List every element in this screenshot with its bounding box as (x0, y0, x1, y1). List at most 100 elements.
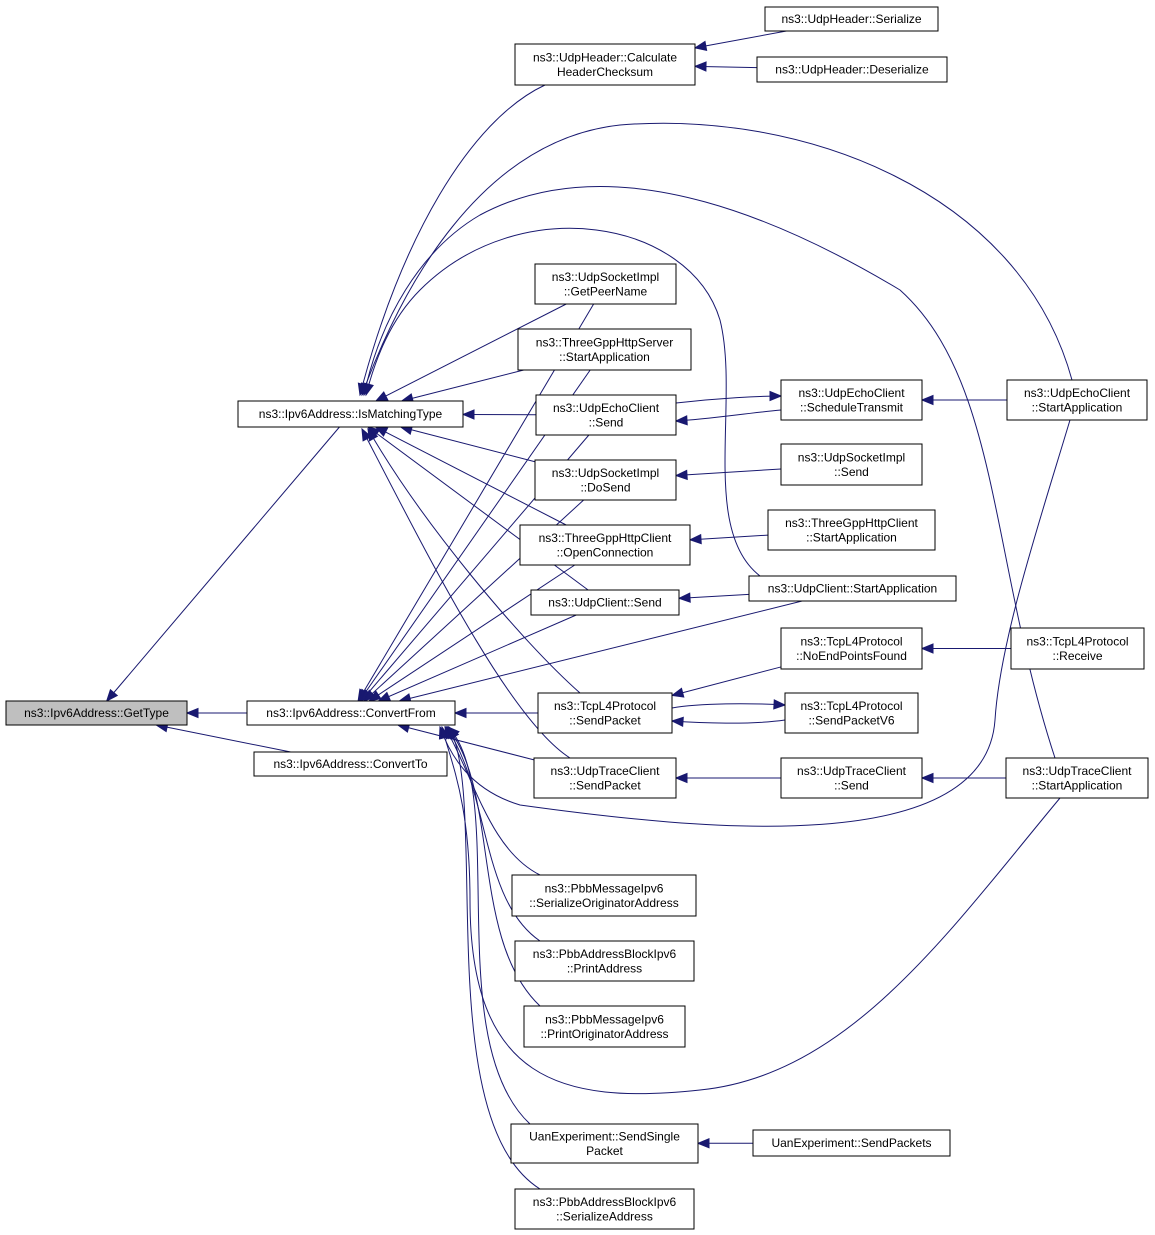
node-label: ::Send (834, 465, 869, 479)
arrowhead (674, 469, 688, 481)
node-udphdr-deser[interactable]: ns3::UdpHeader::Deserialize (756, 56, 948, 83)
node-convertto[interactable]: ns3::Ipv6Address::ConvertTo (253, 751, 448, 777)
node-label: ::SendPacket (569, 713, 641, 727)
arrowhead (769, 390, 783, 402)
node-box (517, 328, 692, 371)
node-label: ns3::PbbMessageIpv6 (545, 881, 664, 895)
arrowhead (461, 409, 475, 420)
node-label: ::PrintOriginatorAddress (540, 1027, 668, 1041)
node-label: ns3::UdpSocketImpl (798, 450, 905, 464)
node-label: ns3::UdpEchoClient (553, 401, 660, 415)
node-ismatching[interactable]: ns3::Ipv6Address::IsMatchingType (237, 400, 464, 428)
node-label: ::SendPacket (569, 778, 641, 792)
node-label: ns3::TcpL4Protocol (554, 699, 656, 713)
edge-line (675, 468, 782, 477)
arrowhead (368, 690, 382, 702)
node-box (514, 43, 696, 86)
node-echo-send[interactable]: ns3::UdpEchoClient::Send (535, 394, 677, 436)
edge-line (367, 426, 589, 591)
node-pbbblock-ser[interactable]: ns3::PbbAddressBlockIpv6::SerializeAddre… (514, 1188, 695, 1230)
edge-udpclient_send-to-convertfrom (377, 614, 577, 702)
arrowhead (693, 61, 707, 72)
node-label: ns3::Ipv6Address::ConvertTo (273, 757, 427, 771)
edge-udpsock_send-to-udpsock_dosend (674, 468, 782, 481)
node-udpsock-send[interactable]: ns3::UdpSocketImpl::Send (780, 443, 923, 486)
edge-line (368, 564, 576, 702)
node-box (534, 459, 677, 501)
edge-convertto-to-gettype (154, 722, 291, 753)
arrowhead (674, 772, 688, 784)
node-box (752, 1129, 951, 1157)
node-pbbblock-print[interactable]: ns3::PbbAddressBlockIpv6::PrintAddress (514, 940, 695, 982)
node-label: ::OpenConnection (557, 545, 654, 559)
edge-tgpp_client_open-to-convertfrom (368, 564, 576, 702)
edge-trace_sendpacket-to-convertfrom (396, 722, 535, 761)
node-label: ::StartApplication (1032, 778, 1123, 792)
edge-line (439, 419, 1071, 827)
edge-line (375, 426, 567, 526)
node-uan-packets[interactable]: UanExperiment::SendPackets (752, 1129, 951, 1157)
node-tcp-noend[interactable]: ns3::TcpL4Protocol::NoEndPointsFound (780, 627, 923, 670)
edge-line (378, 614, 577, 702)
edge-trace_sendpacket-to-ismatching (361, 427, 571, 759)
edge-udpsock_peer-to-ismatching (374, 303, 567, 402)
node-echo-start[interactable]: ns3::UdpEchoClient::StartApplication (1006, 379, 1148, 421)
node-trace-sendpacket[interactable]: ns3::UdpTraceClient::SendPacket (533, 757, 677, 799)
node-udpsock-peer[interactable]: ns3::UdpSocketImpl::GetPeerName (534, 263, 677, 305)
edge-uan_single-to-convertfrom (447, 726, 531, 1125)
node-box (780, 443, 923, 486)
node-tcp-sendv6[interactable]: ns3::TcpL4Protocol::SendPacketV6 (784, 692, 919, 734)
node-label: ns3::UdpTraceClient (797, 764, 907, 778)
node-gettype[interactable]: ns3::Ipv6Address::GetType (5, 700, 188, 726)
node-convertfrom[interactable]: ns3::Ipv6Address::ConvertFrom (246, 700, 456, 726)
arrowhead (693, 40, 708, 51)
node-tcp-receive[interactable]: ns3::TcpL4Protocol::Receive (1010, 627, 1145, 670)
arrowhead (688, 533, 702, 545)
node-box (1006, 379, 1148, 421)
node-label: ns3::TcpL4Protocol (800, 699, 902, 713)
node-pbbmsg-serorig[interactable]: ns3::PbbMessageIpv6::SerializeOriginator… (511, 874, 697, 917)
node-trace-send[interactable]: ns3::UdpTraceClient::Send (780, 757, 923, 799)
node-label: UanExperiment::SendSingle (529, 1129, 680, 1143)
node-label: ns3::UdpTraceClient (1023, 764, 1133, 778)
edge-echo_start-to-echo_sched (920, 394, 1007, 406)
arrowhead (674, 415, 688, 426)
node-tcp-sendpacket[interactable]: ns3::TcpL4Protocol::SendPacket (537, 692, 673, 734)
edge-line (445, 726, 541, 942)
node-tgpp-client-open[interactable]: ns3::ThreeGppHttpClient::OpenConnection (519, 524, 691, 566)
node-box (784, 692, 919, 734)
node-label: ns3::TcpL4Protocol (800, 634, 902, 648)
edge-tcp_sendv6-to-tcp_sendpacket (670, 716, 786, 728)
node-trace-start[interactable]: ns3::UdpTraceClient::StartApplication (1005, 757, 1149, 799)
node-label: ns3::UdpHeader::Calculate (533, 50, 677, 64)
edge-tgpp_server_start-to-ismatching (400, 369, 524, 404)
node-udpclient-start[interactable]: ns3::UdpClient::StartApplication (748, 575, 957, 602)
node-label: ::ScheduleTransmit (800, 400, 904, 414)
edge-convertfrom-to-gettype (185, 707, 247, 719)
node-label: ::GetPeerName (564, 284, 648, 298)
node-box (780, 379, 923, 421)
node-label: ::Receive (1052, 649, 1102, 663)
node-udpsock-dosend[interactable]: ns3::UdpSocketImpl::DoSend (534, 459, 677, 501)
node-udpclient-send[interactable]: ns3::UdpClient::Send (530, 589, 680, 616)
node-label: ::Send (834, 778, 869, 792)
edge-udpclient_start-to-udpclient_send (677, 592, 750, 603)
arrowhead (920, 643, 934, 654)
node-tgpp-server-start[interactable]: ns3::ThreeGppHttpServer::StartApplicatio… (517, 328, 692, 371)
node-label: HeaderChecksum (557, 65, 653, 79)
node-box (519, 524, 691, 566)
edge-tcp_receive-to-tcp_noend (920, 643, 1011, 654)
node-pbbmsg-printorig[interactable]: ns3::PbbMessageIpv6::PrintOriginatorAddr… (523, 1005, 686, 1048)
edge-line (363, 185, 1056, 759)
node-echo-sched[interactable]: ns3::UdpEchoClient::ScheduleTransmit (780, 379, 923, 421)
node-udphdr-ser[interactable]: ns3::UdpHeader::Serialize (764, 6, 939, 32)
node-label: ::StartApplication (806, 530, 897, 544)
node-label: ns3::UdpHeader::Serialize (781, 12, 921, 26)
arrowhead (677, 592, 691, 603)
edge-echo_send-to-ismatching (461, 409, 537, 420)
node-label: ns3::TcpL4Protocol (1026, 634, 1128, 648)
node-box (523, 1005, 686, 1048)
node-tgpp-client-start[interactable]: ns3::ThreeGppHttpClient::StartApplicatio… (767, 509, 936, 551)
